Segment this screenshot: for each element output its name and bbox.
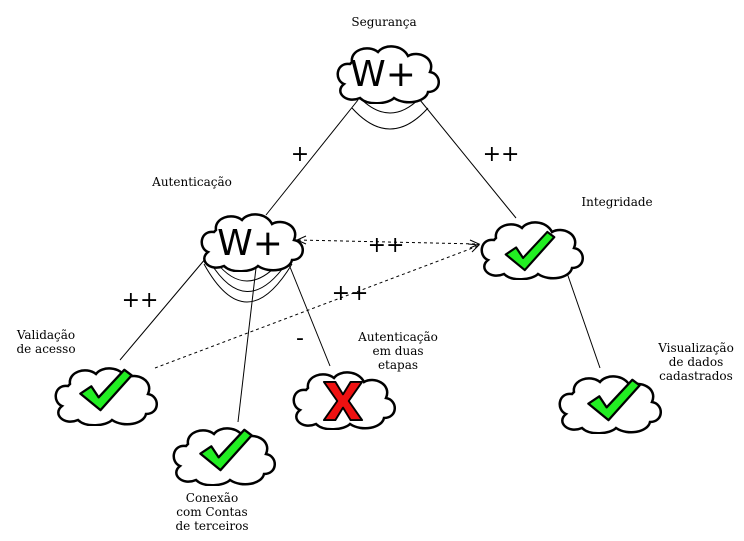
goal-label-line-2: de dados: [669, 355, 724, 369]
goal-integridade[interactable]: Integridade: [480, 195, 653, 280]
goal-label: Segurança: [351, 15, 416, 29]
goal-conexao-contas-terceiros[interactable]: Conexão com Contas de terceiros: [172, 427, 277, 533]
and-arc-seguranca: [351, 107, 429, 130]
contribution-autenticacao-integridade: ++: [368, 233, 405, 258]
edge-autenticacao-conexao: [237, 267, 257, 423]
contribution-seguranca-autenticacao: +: [291, 142, 309, 167]
goal-label-line-1: Conexão: [186, 491, 238, 505]
goal-autenticacao-duas-etapas[interactable]: Autenticação em duas etapas: [292, 330, 438, 430]
and-arc-autenticacao-1: [203, 263, 293, 303]
goal-label-line-1: Autenticação: [357, 330, 438, 344]
goal-label-line-2: em duas: [372, 344, 423, 358]
goal-label-line-1: Visualização: [657, 341, 734, 355]
goal-label: Autenticação: [151, 175, 232, 189]
and-arc-autenticacao-2: [209, 261, 287, 292]
goal-visualizacao-dados[interactable]: Visualização de dados cadastrados: [558, 341, 734, 434]
goal-label-line-3: de terceiros: [175, 519, 248, 533]
goal-label-line-3: etapas: [378, 358, 418, 372]
edge-seguranca-autenticacao: [265, 99, 359, 216]
edge-integridade-visualizacao: [565, 269, 601, 369]
edge-seguranca-integridade: [419, 99, 517, 219]
edge-autenticacao-validacao: [119, 257, 207, 361]
contribution-autenticacao-duas-etapas: -: [296, 326, 304, 351]
arrow-head-integridade-2: [467, 243, 481, 253]
goal-validacao-de-acesso[interactable]: Validação de acesso: [16, 328, 159, 426]
edge-autenticacao-duas-etapas: [287, 261, 331, 367]
weak-positive-mark: W+: [350, 54, 416, 95]
edge-validacao-integridade: [154, 245, 479, 369]
arrow-head-integridade-1: [469, 239, 481, 249]
goal-label-line-3: cadastrados: [659, 369, 733, 383]
edge-autenticacao-integridade: [297, 239, 479, 245]
weak-positive-mark: W+: [217, 223, 283, 264]
contribution-autenticacao-validacao: ++: [122, 288, 159, 313]
goal-label: Integridade: [581, 195, 652, 209]
goal-autenticacao[interactable]: W+ Autenticação: [151, 175, 305, 272]
goal-label-line-2: de acesso: [16, 342, 75, 356]
contribution-seguranca-integridade: ++: [483, 142, 520, 167]
contribution-validacao-integridade: ++: [332, 281, 369, 306]
goal-label-line-2: com Contas: [176, 505, 247, 519]
goal-seguranca[interactable]: W+ Segurança: [336, 15, 441, 104]
goal-label-line-1: Validação: [16, 328, 75, 342]
